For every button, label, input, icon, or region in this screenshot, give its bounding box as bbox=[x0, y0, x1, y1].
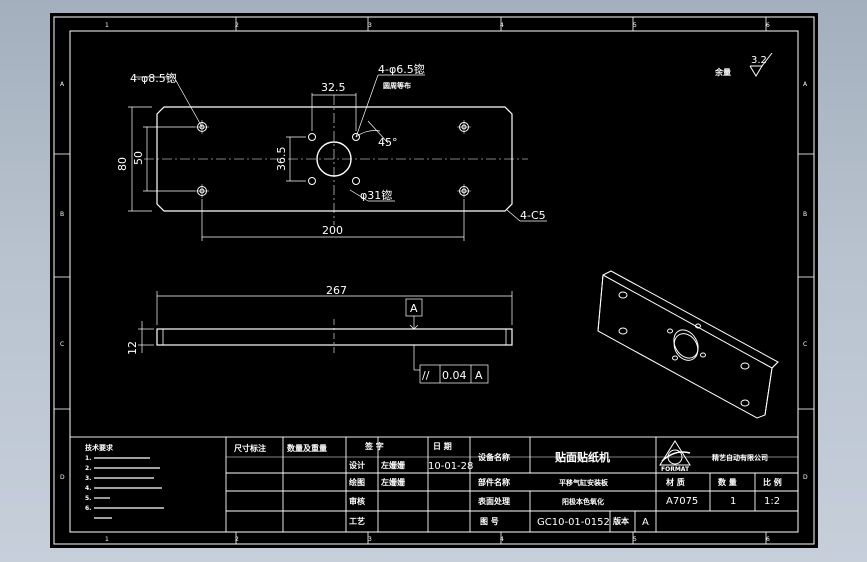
angle-45: 45° bbox=[378, 136, 398, 149]
version-value: A bbox=[642, 517, 649, 528]
company-name: 精艺自动有限公司 bbox=[712, 453, 768, 462]
tolerance-value: 0.04 bbox=[442, 369, 467, 382]
craft-label: 工艺 bbox=[349, 516, 365, 526]
bore-callout: φ31锪 bbox=[360, 189, 392, 202]
surface-value: 阳极本色氧化 bbox=[562, 497, 604, 506]
col-label-5-bottom: 5 bbox=[633, 536, 637, 543]
hole-callout-b-note: 圆周等布 bbox=[383, 81, 411, 90]
title-block bbox=[69, 436, 799, 533]
design-date: 10-01-28 bbox=[428, 461, 473, 472]
roughness-prefix: 余量 bbox=[714, 67, 731, 77]
note-line-4: 4. bbox=[85, 485, 91, 492]
check-label: 审核 bbox=[349, 496, 365, 506]
dim-36-5: 36.5 bbox=[275, 147, 288, 172]
note-line-3: 3. bbox=[85, 475, 91, 482]
date-label: 日 期 bbox=[433, 441, 452, 451]
datum-label: A bbox=[410, 302, 418, 315]
notes-title: 技术要求 bbox=[85, 443, 114, 452]
scale-label: 比 例 bbox=[763, 477, 782, 487]
notes: 技术要求 1. 2. 3. 4. 5. 6. bbox=[85, 443, 164, 519]
col-label-6: 6 bbox=[766, 22, 770, 29]
row-label-a-right: A bbox=[803, 81, 808, 88]
part-label: 部件名称 bbox=[478, 477, 510, 487]
dim-32-5: 32.5 bbox=[321, 81, 346, 94]
row-label-c: C bbox=[60, 341, 64, 348]
qty-value: 1 bbox=[730, 496, 736, 507]
dept-label: 数量及重量 bbox=[287, 443, 327, 453]
company-logo: FORMAT bbox=[659, 440, 691, 473]
col-label-5: 5 bbox=[633, 22, 637, 29]
isometric-view bbox=[597, 270, 779, 419]
version-label: 版本 bbox=[612, 516, 629, 526]
drawing-no-label: 图 号 bbox=[480, 517, 499, 526]
dim-50: 50 bbox=[132, 151, 145, 165]
device-label: 设备名称 bbox=[478, 452, 510, 462]
sign-label: 签 字 bbox=[364, 441, 384, 451]
note-line-5: 5. bbox=[85, 495, 91, 502]
col-label-4-bottom: 4 bbox=[500, 536, 504, 543]
dim-12: 12 bbox=[126, 341, 139, 355]
part-name: 平移气缸安装板 bbox=[559, 478, 609, 487]
qty-label: 数 量 bbox=[718, 477, 737, 487]
col-label-2: 2 bbox=[235, 22, 239, 29]
row-label-d: D bbox=[60, 474, 65, 481]
center-bore bbox=[316, 141, 352, 177]
material-label: 材 质 bbox=[666, 477, 685, 487]
roughness-value: 3.2 bbox=[751, 55, 767, 66]
note-line-6: 6. bbox=[85, 505, 91, 512]
hole-callout-a: 4-φ8.5锪 bbox=[130, 72, 177, 85]
row-label-d-right: D bbox=[803, 474, 808, 481]
col-label-3: 3 bbox=[368, 22, 372, 29]
scale-value: 1:2 bbox=[764, 496, 780, 507]
drawer-name: 左姗姗 bbox=[380, 477, 405, 487]
designer-name: 左姗姗 bbox=[380, 460, 405, 470]
row-label-b-right: B bbox=[803, 211, 807, 218]
zone-ticks bbox=[54, 17, 814, 544]
plate-outline bbox=[156, 106, 513, 212]
dim-200: 200 bbox=[322, 224, 343, 237]
small-holes bbox=[308, 133, 360, 185]
side-view: 267 12 A // 0.04 A bbox=[126, 284, 513, 384]
drawing-sheet: 1 2 3 4 5 6 1 2 3 4 5 6 A B C D A B C D … bbox=[50, 13, 818, 548]
col-label-1-bottom: 1 bbox=[105, 536, 109, 543]
parallel-symbol: // bbox=[422, 369, 430, 382]
dim-267: 267 bbox=[326, 284, 347, 297]
row-label-b: B bbox=[60, 211, 64, 218]
col-label-4: 4 bbox=[500, 22, 504, 29]
note-line-2: 2. bbox=[85, 465, 91, 472]
hole-callout-b: 4-φ6.5锪 bbox=[378, 63, 425, 76]
top-view: 4-φ8.5锪 4-φ6.5锪 圆周等布 32.5 80 50 36.5 45°… bbox=[116, 63, 547, 241]
col-label-1: 1 bbox=[105, 22, 109, 29]
outer-border bbox=[53, 16, 815, 545]
col-label-6-bottom: 6 bbox=[766, 536, 770, 543]
dim-80: 80 bbox=[116, 157, 129, 171]
roughness-symbol: 余量 3.2 bbox=[714, 52, 773, 77]
cad-drawing: 1 2 3 4 5 6 1 2 3 4 5 6 A B C D A B C D … bbox=[53, 16, 815, 545]
drawing-no: GC10-01-0152 bbox=[537, 517, 610, 528]
col-label-2-bottom: 2 bbox=[235, 536, 239, 543]
device-name: 贴面贴纸机 bbox=[554, 450, 610, 464]
material-value: A7075 bbox=[666, 496, 698, 507]
row-label-c-right: C bbox=[803, 341, 807, 348]
size-label: 尺寸标注 bbox=[234, 443, 266, 453]
chamfer-callout: 4-C5 bbox=[520, 209, 546, 222]
side-outline bbox=[156, 328, 513, 346]
design-label: 设计 bbox=[349, 460, 365, 470]
col-label-3-bottom: 3 bbox=[368, 536, 372, 543]
surface-label: 表面处理 bbox=[477, 496, 510, 506]
row-label-a: A bbox=[60, 81, 65, 88]
draw-label: 绘图 bbox=[349, 477, 365, 487]
tolerance-datum: A bbox=[475, 369, 483, 382]
logo-text: FORMAT bbox=[661, 466, 690, 473]
note-line-1: 1. bbox=[85, 455, 91, 462]
